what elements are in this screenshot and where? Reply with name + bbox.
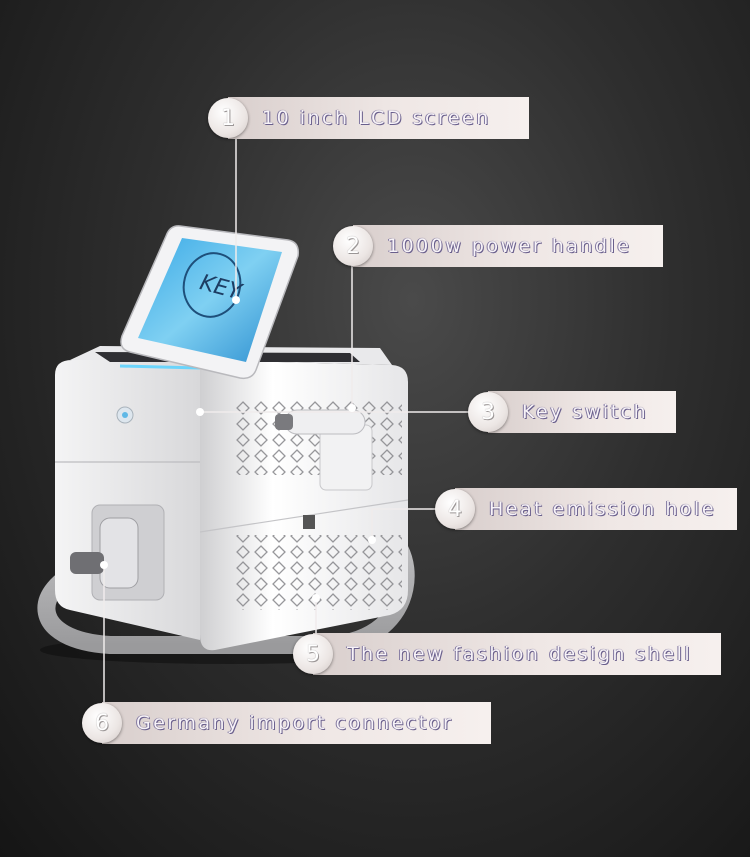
callout-bar <box>102 702 491 744</box>
callout-number: 5 <box>293 634 333 674</box>
front-glow <box>119 364 201 370</box>
callout-label: Key switch <box>522 401 649 423</box>
callout-bar <box>228 97 529 139</box>
callout-import-connector: 6 Germany import connector <box>82 702 491 744</box>
callout-lcd-screen: 1 10 inch LCD screen <box>208 97 529 139</box>
callout-label: 10 inch LCD screen <box>262 107 491 129</box>
callout-label: Heat emission hole <box>489 498 717 520</box>
lcd-screen <box>138 238 282 362</box>
callout-design-shell: 5 The new fashion design shell <box>293 633 721 675</box>
callout-number: 4 <box>435 489 475 529</box>
callout-number: 6 <box>82 703 122 743</box>
callout-key-switch: 3 Key switch <box>468 391 676 433</box>
power-socket <box>303 515 315 529</box>
callout-bar <box>455 488 737 530</box>
callout-heat-emission-hole: 4 Heat emission hole <box>435 488 737 530</box>
callout-bar <box>353 225 663 267</box>
callout-bar <box>488 391 676 433</box>
callout-bar <box>313 633 721 675</box>
callout-number: 2 <box>333 226 373 266</box>
heat-holes-lower <box>232 535 402 610</box>
callout-label: The new fashion design shell <box>347 643 693 665</box>
handle <box>284 409 366 435</box>
callout-label: Germany import connector <box>136 712 454 734</box>
callout-power-handle: 2 1000w power handle <box>333 225 663 267</box>
callout-number: 1 <box>208 98 248 138</box>
connector-plug <box>99 517 139 589</box>
callout-number: 3 <box>468 392 508 432</box>
handle-holder <box>319 424 373 491</box>
callout-label: 1000w power handle <box>387 235 632 257</box>
